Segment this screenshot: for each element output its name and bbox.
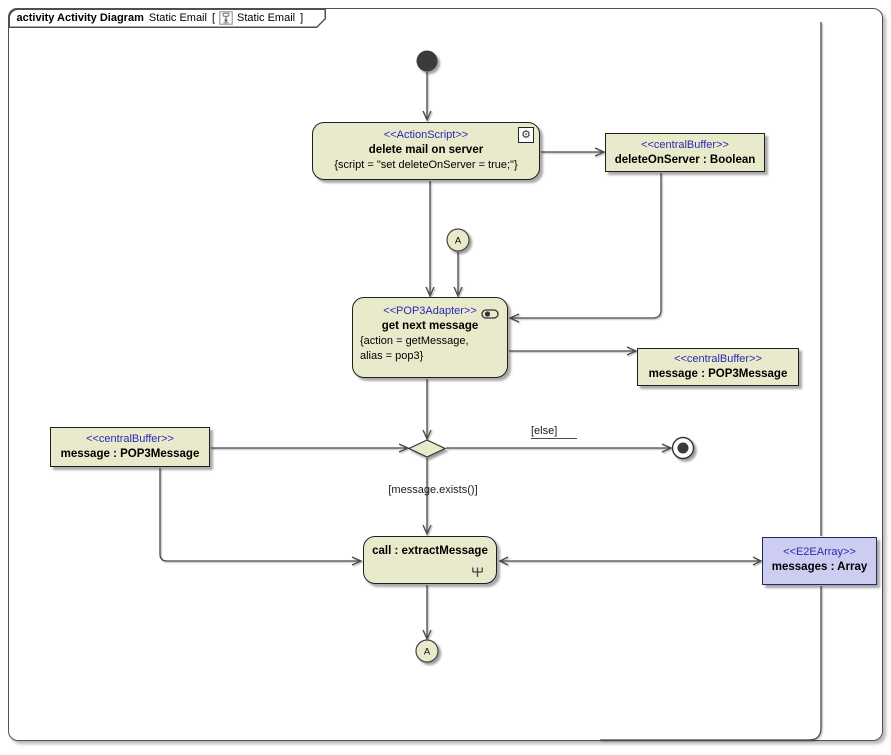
action-get-next-message[interactable]: <<POP3Adapter>> get next message {action… (352, 297, 508, 378)
initial-node[interactable] (416, 50, 438, 72)
edge-delete-to-getnext[interactable] (425, 181, 435, 298)
stereotype-label: <<centralBuffer>> (674, 353, 762, 365)
action-name: call : extractMessage (372, 545, 488, 557)
buffer-message-pop3message-right[interactable]: <<centralBuffer>> message : POP3Message (637, 348, 799, 386)
stereotype-label: <<centralBuffer>> (86, 433, 174, 445)
stereotype-label: <<ActionScript>> (383, 129, 469, 141)
edge-extract-to-connector[interactable] (422, 585, 432, 641)
edge-delete-to-buffer[interactable] (541, 147, 606, 157)
stereotype-label: <<centralBuffer>> (641, 139, 729, 151)
decision-node[interactable] (407, 439, 447, 458)
action-parameters-line1: {action = getMessage, (360, 335, 469, 347)
buffer-name: message : POP3Message (60, 448, 200, 460)
frame-bracket-open: [ (211, 11, 216, 24)
final-node[interactable] (671, 436, 695, 460)
guard-else-label[interactable]: [else] (531, 425, 577, 439)
guard-message-exists-label[interactable]: [message.exists()] (388, 484, 478, 496)
activity-frame (8, 8, 883, 741)
edge-getnext-to-buffer[interactable] (509, 346, 638, 356)
buffer-name: message : POP3Message (648, 368, 788, 380)
edge-buffer-to-getnext[interactable] (508, 173, 662, 323)
edge-extract-array[interactable] (498, 556, 763, 566)
edge-connector-to-getnext[interactable] (453, 252, 463, 298)
action-delete-mail-on-server[interactable]: <<ActionScript>> delete mail on server {… (312, 122, 540, 180)
script-gear-icon: ⚙ (518, 127, 534, 143)
array-messages[interactable]: <<E2EArray>> messages : Array (762, 537, 877, 585)
action-name: get next message (381, 320, 479, 332)
edge-decision-to-extract[interactable] (422, 458, 432, 536)
buffer-name: deleteOnServer : Boolean (614, 154, 756, 166)
action-script-text: {script = "set deleteOnServer = true;"} (334, 159, 518, 171)
frame-ref-name: Static Email (237, 11, 296, 24)
edge-getnext-to-decision[interactable] (422, 379, 432, 441)
edge-array-bottom-line[interactable] (600, 586, 822, 741)
buffer-delete-on-server[interactable]: <<centralBuffer>> deleteOnServer : Boole… (605, 133, 765, 172)
buffer-message-pop3message-left[interactable]: <<centralBuffer>> message : POP3Message (50, 427, 210, 467)
frame-diagram-name: Static Email (148, 11, 207, 24)
edge-initial-to-delete[interactable] (422, 72, 432, 122)
frame-kind-label: activity Activity Diagram (16, 11, 144, 24)
frame-header-tab[interactable]: activity Activity Diagram Static Email [… (8, 8, 326, 28)
edge-buffer-to-extract[interactable] (159, 468, 363, 566)
connector-a-bottom[interactable]: A (415, 639, 439, 663)
array-name: messages : Array (771, 561, 868, 573)
call-behavior-rake-icon (472, 567, 483, 577)
activity-diagram-icon (219, 11, 233, 25)
action-name: delete mail on server (368, 144, 484, 156)
frame-bracket-close: ] (300, 11, 304, 24)
connector-a-top[interactable]: A (446, 228, 470, 252)
connector-a-top-label: A (455, 236, 462, 247)
edge-decision-to-final[interactable] (446, 443, 673, 453)
action-parameters-line2: alias = pop3} (360, 350, 424, 362)
connector-a-bottom-label: A (424, 647, 431, 658)
stereotype-label: <<E2EArray>> (783, 546, 856, 558)
edge-buffer-to-decision[interactable] (211, 443, 410, 453)
stereotype-label: <<POP3Adapter>> (383, 305, 477, 317)
action-call-extract-message[interactable]: call : extractMessage (363, 536, 497, 584)
gear-glyph: ⚙ (521, 128, 531, 141)
adapter-icon (481, 309, 499, 319)
